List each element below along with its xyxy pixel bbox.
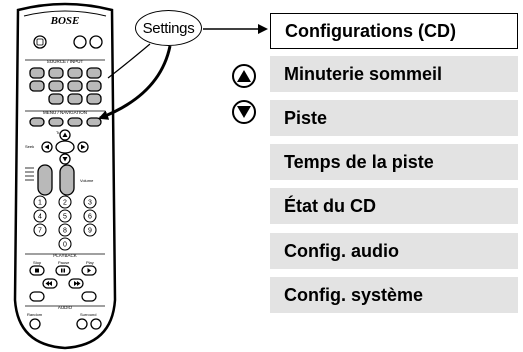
menu-item-piste[interactable]: Piste [270,100,518,136]
label-surround: Surround [80,312,96,317]
menu-item-label: Temps de la piste [284,151,434,172]
menu-item-etat-du-cd[interactable]: État du CD [270,188,518,224]
volume-rocker[interactable] [59,164,75,196]
power-button[interactable] [33,35,47,49]
menu-item-label: État du CD [284,195,376,216]
remote-control-illustration: BOSE SOURCE / INPUT MENU / NAVIGATION Tu… [13,2,117,350]
audio-buttons[interactable] [29,318,102,330]
key-3: 3 [88,200,92,207]
key-4: 4 [38,214,42,221]
label-random: Random [27,312,43,317]
menu-item-config-systeme[interactable]: Config. système [270,277,518,313]
key-9: 9 [88,228,92,235]
menu-item-label: Minuterie sommeil [284,63,443,84]
down-triangle-icon [232,100,256,124]
section-playback: PLAYBACK [53,253,76,258]
source-buttons[interactable] [29,67,102,105]
menu-item-minuterie-sommeil[interactable]: Minuterie sommeil [270,56,518,92]
menu-item-label: Piste [284,107,328,128]
menu-item-label: Config. système [284,284,424,305]
label-pause: Pause [58,260,70,265]
label-play: Play [86,260,94,265]
key-8: 8 [63,228,67,235]
key-0: 0 [63,242,67,249]
key-6: 6 [88,214,92,221]
key-5: 5 [63,214,67,221]
menu-item-config-audio[interactable]: Config. audio [270,233,518,269]
dpad[interactable] [41,129,89,165]
settings-callout-label: Settings [142,19,195,37]
menu-item-label: Config. audio [284,240,399,261]
key-1: 1 [38,200,42,207]
key-7: 7 [38,228,42,235]
settings-remote-button [86,117,102,127]
settings-callout: Settings [135,10,202,46]
key-2: 2 [63,200,67,207]
power-top-button[interactable] [89,35,103,49]
menu-buttons[interactable] [29,117,102,127]
label-seek: Seek [25,144,34,149]
section-source-input: SOURCE / INPUT [47,59,84,64]
label-stop: Stop [33,260,42,265]
channel-rocker[interactable] [37,164,53,196]
menu-item-configurations-cd[interactable]: Configurations (CD) [270,13,518,49]
mute-button[interactable] [73,35,87,49]
section-audio: AUDIO [58,305,73,310]
label-volume: Volume [80,178,94,183]
menu-item-label: Configurations (CD) [285,20,456,41]
section-menu-navigation: MENU / NAVIGATION [43,110,87,115]
keypad[interactable]: 1 2 3 4 5 6 7 8 9 0 [33,195,97,251]
up-triangle-icon [232,64,256,88]
brand-logo: BOSE [50,15,80,27]
menu-item-temps-de-la-piste[interactable]: Temps de la piste [270,144,518,180]
